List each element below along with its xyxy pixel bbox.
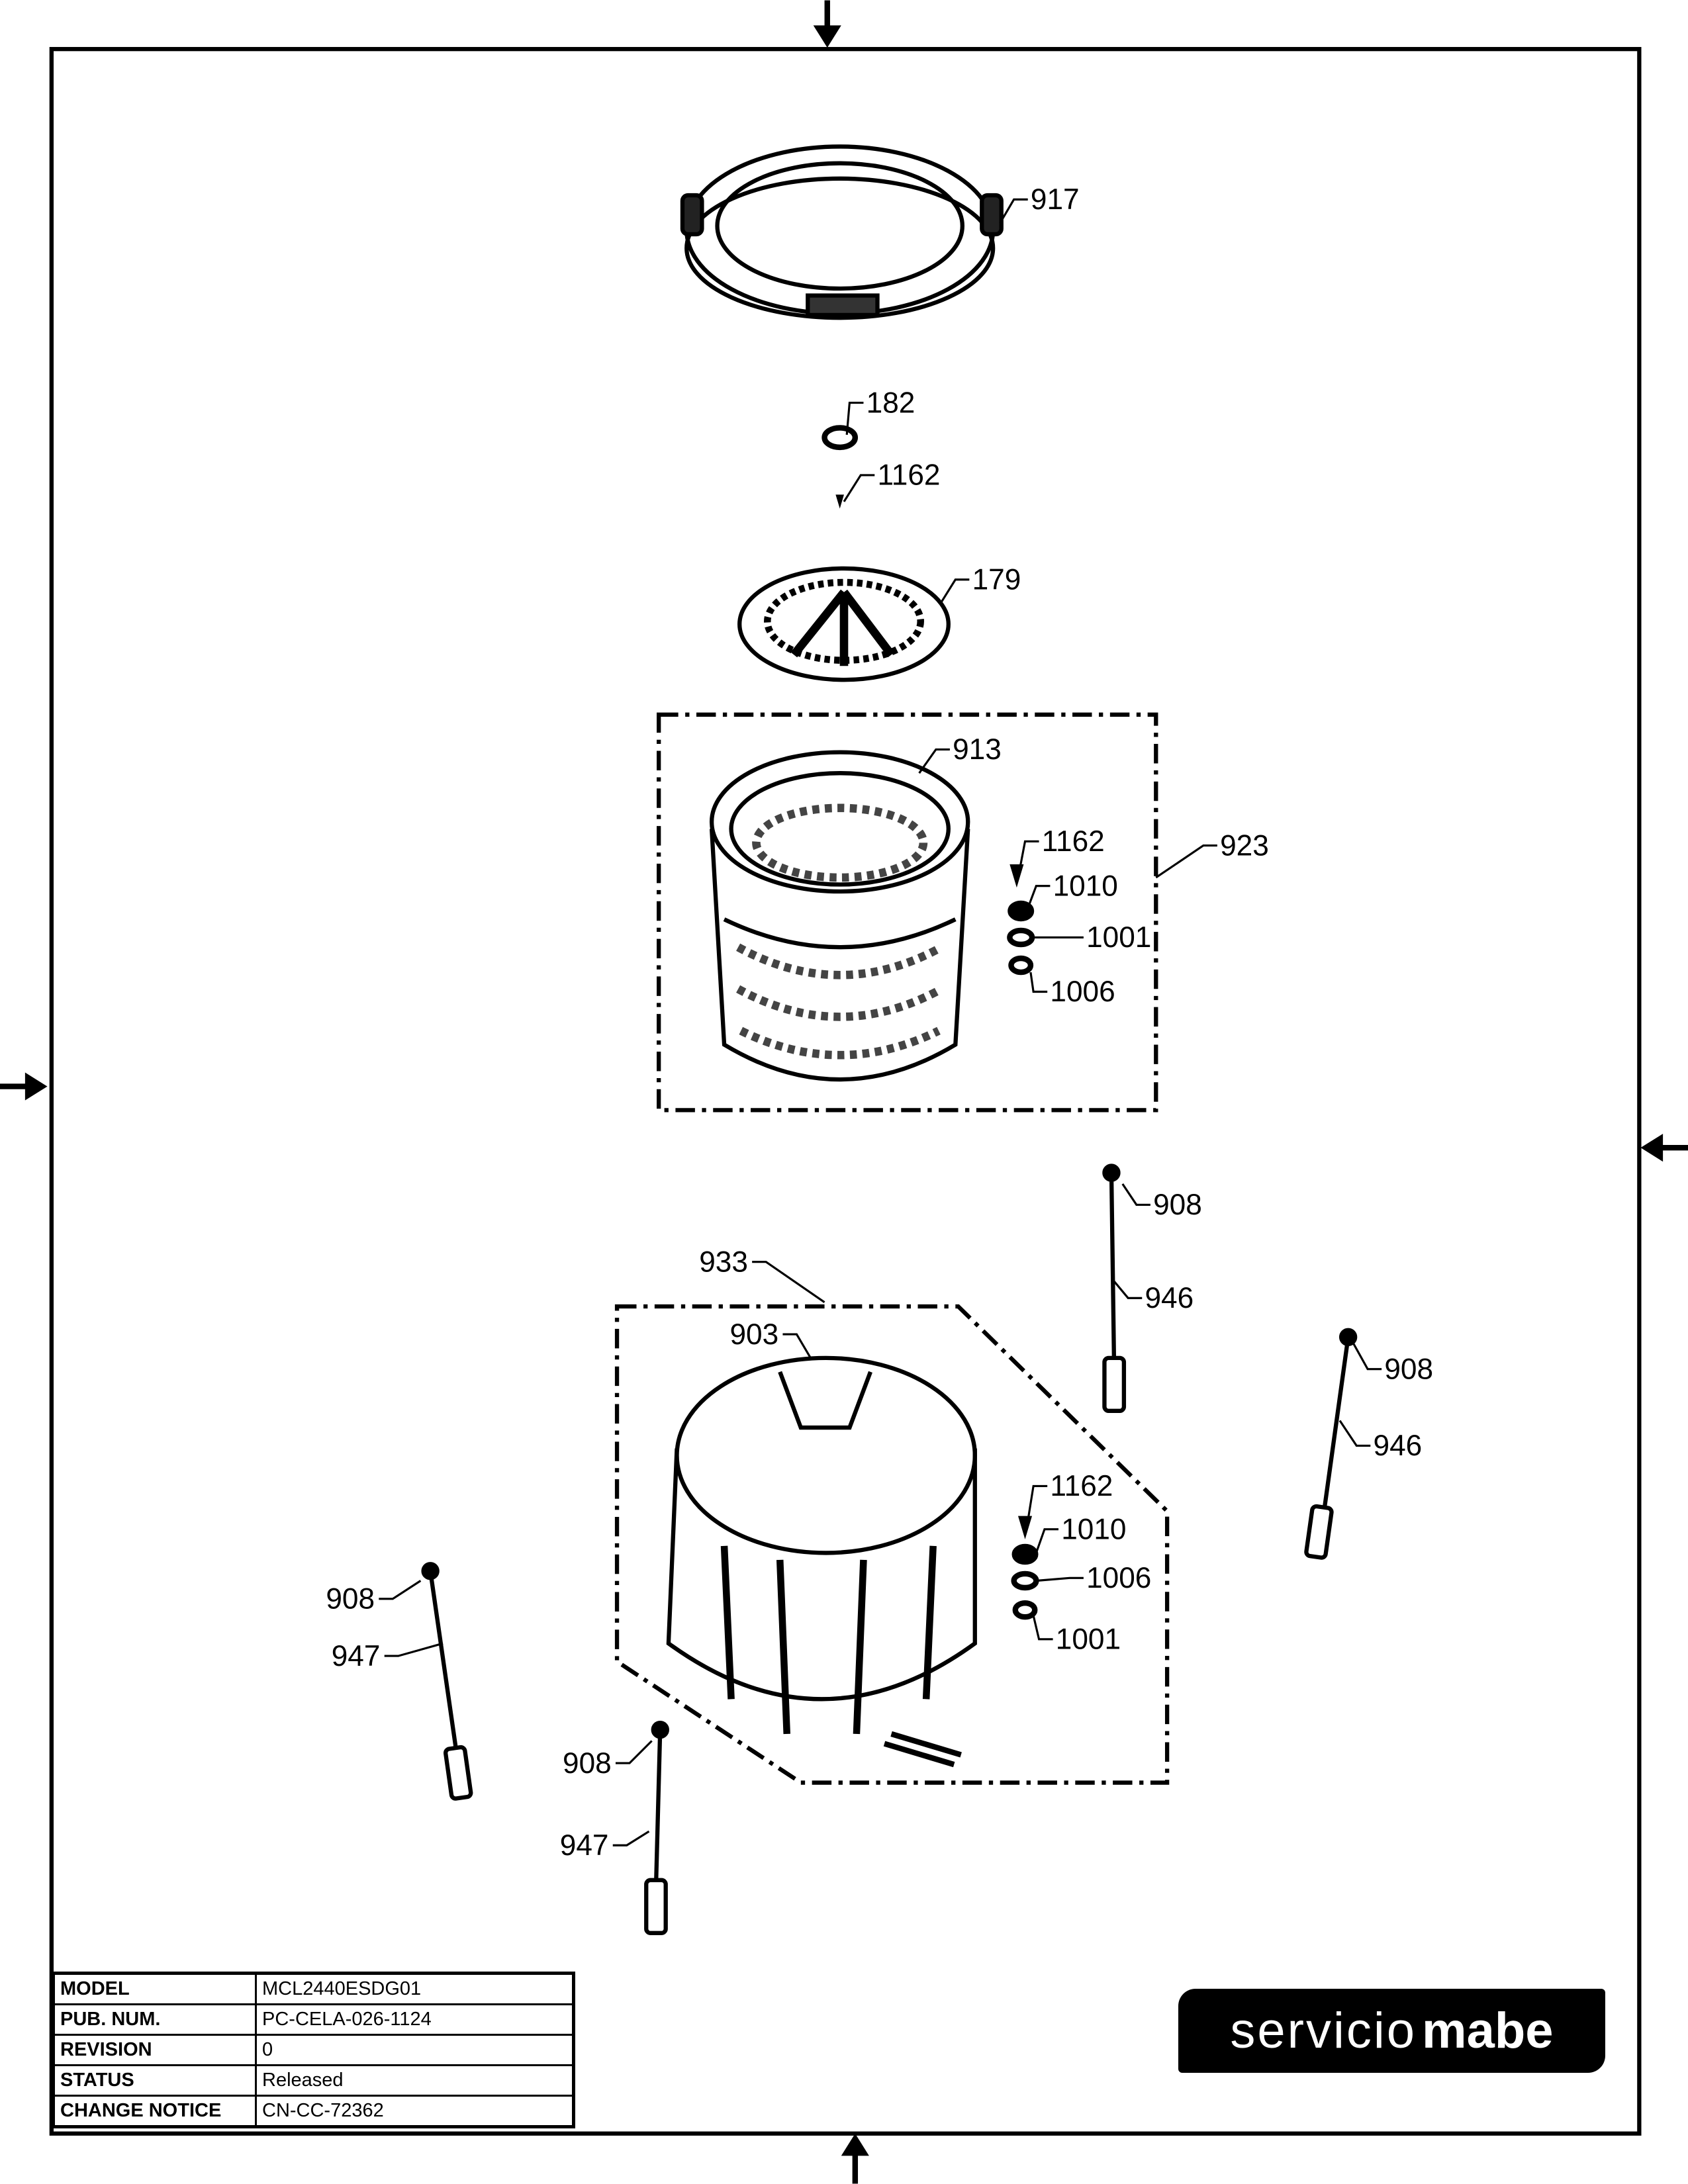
callout-label-947: 947 <box>560 1829 609 1862</box>
basket-hardware <box>1007 864 1035 976</box>
part-913-basket <box>657 712 1158 1113</box>
drawing-border <box>49 46 1642 2136</box>
callout-label-908: 908 <box>326 1583 375 1615</box>
row-label: PUB. NUM. <box>52 2003 257 2036</box>
callout-leader-line <box>1027 885 1051 909</box>
callout-label-1162: 1162 <box>877 459 940 492</box>
callout-label-179: 179 <box>972 563 1021 596</box>
callout-leader-line <box>1035 1528 1059 1553</box>
row-value: MCL2440ESDG01 <box>255 1972 575 2005</box>
logo-text-light: servicio <box>1230 2003 1417 2059</box>
callout-leader-line <box>1027 1484 1048 1522</box>
callout-label-908: 908 <box>1153 1189 1202 1221</box>
callout-leader-line <box>845 401 864 435</box>
callout-label-1010: 1010 <box>1061 1513 1126 1545</box>
callout-leader-line <box>1338 1420 1371 1447</box>
callout-label-1162: 1162 <box>1050 1470 1113 1502</box>
suspension-rods <box>421 1163 1358 1935</box>
part-1162-screw <box>835 494 844 509</box>
part-917-tub-ring <box>680 144 1004 320</box>
callout-leader-line <box>782 1333 812 1359</box>
callout-label-946: 946 <box>1145 1282 1194 1314</box>
callout-label-933: 933 <box>699 1246 748 1278</box>
table-row: PUB. NUM.PC-CELA-026-1124 <box>52 2003 575 2036</box>
callout-label-182: 182 <box>867 387 915 419</box>
callout-label-917: 917 <box>1031 183 1080 216</box>
callout-label-903: 903 <box>729 1318 778 1351</box>
callout-label-1006: 1006 <box>1050 976 1115 1008</box>
callout-label-913: 913 <box>953 733 1002 766</box>
callout-label-908: 908 <box>563 1747 612 1780</box>
callout-label-1010: 1010 <box>1053 870 1118 902</box>
callout-leader-line <box>384 1642 444 1657</box>
callout-labels: 917 182 1162 179 913 1162 1010 1001 1006 923 908 94… <box>326 183 1433 1862</box>
callout-label-1001: 1001 <box>1056 1623 1121 1656</box>
callout-leader-line <box>1036 1576 1084 1582</box>
row-label: REVISION <box>52 2034 257 2066</box>
callout-leader-line <box>752 1261 825 1303</box>
row-value: CN-CC-72362 <box>255 2095 575 2128</box>
callout-leader-line <box>1029 972 1048 993</box>
callout-label-908: 908 <box>1384 1353 1433 1385</box>
callout-label-947: 947 <box>332 1640 381 1672</box>
part-182-nut <box>821 425 859 451</box>
callout-leader-line <box>1032 1615 1053 1641</box>
callout-label-1001: 1001 <box>1086 921 1151 954</box>
callout-leader-line <box>1121 1183 1150 1206</box>
callout-leader-line <box>999 198 1028 224</box>
part-903-outer-tub <box>614 1304 1170 1785</box>
row-value: PC-CELA-026-1124 <box>255 2003 575 2036</box>
callout-label-1162: 1162 <box>1042 825 1105 858</box>
callout-leader-line <box>940 578 970 603</box>
row-value: Released <box>255 2064 575 2097</box>
callout-leader-line <box>843 474 875 502</box>
row-label: CHANGE NOTICE <box>52 2095 257 2128</box>
callout-leader-line <box>1113 1281 1143 1299</box>
callout-leader-line <box>1352 1343 1382 1371</box>
callout-label-1006: 1006 <box>1086 1562 1151 1594</box>
part-179-impeller <box>737 566 951 682</box>
callout-leader-line <box>379 1580 422 1600</box>
row-value: 0 <box>255 2034 575 2066</box>
callout-leader-line <box>1155 844 1217 879</box>
callout-leader-line <box>918 748 950 774</box>
callout-label-923: 923 <box>1220 829 1269 862</box>
logo-text-bold: mabe <box>1422 2003 1554 2059</box>
callout-leader-line <box>1018 840 1039 871</box>
row-label: STATUS <box>52 2064 257 2097</box>
callout-label-946: 946 <box>1374 1430 1423 1462</box>
tub-hardware <box>1011 1516 1039 1620</box>
row-label: MODEL <box>52 1972 257 2005</box>
callout-leaders <box>379 198 1382 1846</box>
callout-leader-line <box>615 1740 653 1764</box>
callout-leader-line <box>612 1830 650 1846</box>
